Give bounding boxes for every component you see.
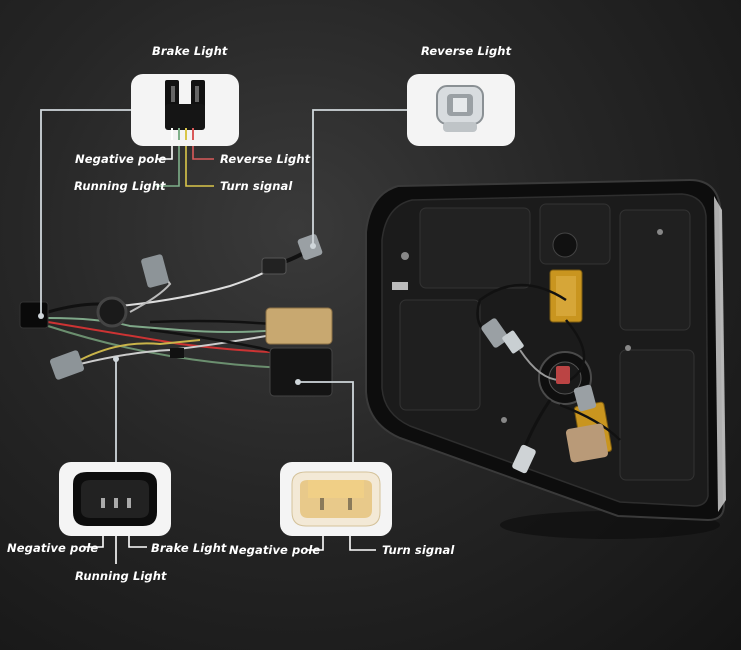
reverse-connector-title: Reverse Light [421, 44, 512, 58]
brake-connector-icon [165, 80, 205, 140]
callout-lines [40, 109, 407, 462]
brake-pin-running-light: Running Light [74, 179, 166, 193]
reverse-connector-icon [436, 85, 484, 132]
black-plug-pin-brake-light: Brake Light [151, 541, 227, 555]
brake-connector-title: Brake Light [152, 44, 228, 58]
reverse-connector-callout [407, 74, 515, 146]
yellow-plug-pin-negative-pole: Negative pole [229, 543, 321, 557]
black-plug-pin-negative-pole: Negative pole [7, 541, 99, 555]
anchor-dot [38, 313, 44, 319]
tail-light-housing [365, 178, 726, 539]
anchor-dot [295, 379, 301, 385]
brake-pin-turn-signal: Turn signal [220, 179, 293, 193]
wiring-harness [19, 234, 333, 397]
yellow-plug-pin-turn-signal: Turn signal [382, 543, 455, 557]
black-plug-icon [73, 472, 157, 526]
brake-pin-reverse-light: Reverse Light [220, 152, 311, 166]
brake-pin-negative-pole: Negative pole [75, 152, 167, 166]
anchor-dot [113, 356, 119, 362]
yellow-plug-icon [291, 471, 381, 527]
black-plug-callout [59, 462, 171, 536]
black-plug-pin-running-light: Running Light [75, 569, 167, 583]
anchor-dot [310, 243, 316, 249]
yellow-plug-callout [280, 462, 392, 536]
brake-connector-callout [131, 74, 239, 146]
